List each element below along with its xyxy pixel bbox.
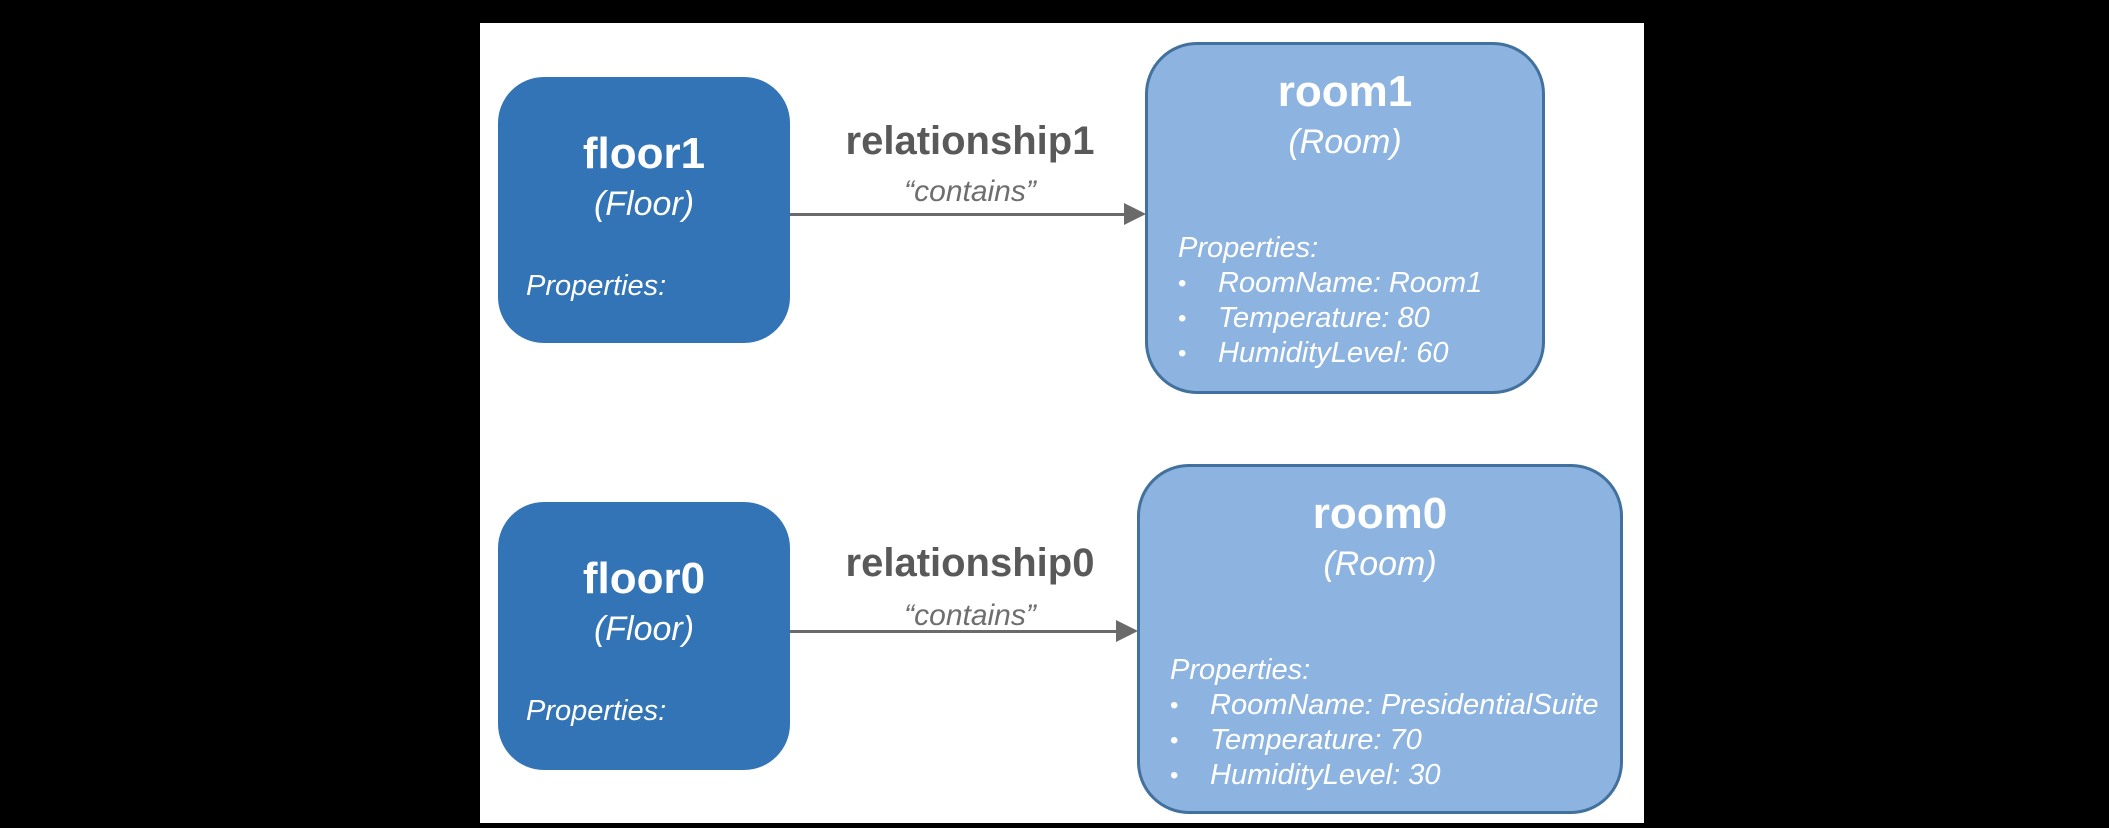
node-room0-properties: Properties: • RoomName: PresidentialSuit…	[1170, 653, 1600, 793]
node-floor0-title: floor0	[582, 554, 706, 603]
bullet-icon: •	[1170, 762, 1179, 789]
node-room0-properties-label: Properties:	[1170, 654, 1311, 686]
relationship0-arrow	[790, 630, 1118, 633]
relationship1-predicate: “contains”	[904, 175, 1036, 208]
node-room1-properties-list: • RoomName: Room1 • Temperature: 80 • Hu…	[1178, 266, 1522, 371]
node-room1-type: (Room)	[1288, 123, 1402, 161]
property-item-text: Temperature: 80	[1218, 302, 1430, 334]
node-room0-type: (Room)	[1323, 545, 1437, 583]
node-floor0-type: (Floor)	[593, 610, 695, 648]
node-floor0: floor0 (Floor) Properties:	[498, 502, 790, 770]
bullet-icon: •	[1178, 305, 1187, 332]
relationship1-arrow	[790, 213, 1126, 216]
property-item-text: HumidityLevel: 30	[1210, 759, 1441, 791]
property-item-text: HumidityLevel: 60	[1218, 337, 1449, 369]
node-room0: room0 (Room) Properties: • RoomName: Pre…	[1137, 464, 1623, 814]
bullet-icon: •	[1178, 270, 1187, 297]
relationship0-label: relationship0	[845, 541, 1095, 585]
node-room1-properties: Properties: • RoomName: Room1 • Temperat…	[1178, 231, 1522, 371]
node-floor1-properties-label: Properties:	[526, 270, 667, 302]
property-item: • RoomName: PresidentialSuite	[1170, 688, 1600, 723]
property-item: • RoomName: Room1	[1178, 266, 1522, 301]
diagram-canvas: floor1 (Floor) Properties: relationship1…	[480, 23, 1644, 823]
node-floor1-type: (Floor)	[593, 185, 695, 223]
relationship0-predicate: “contains”	[904, 599, 1036, 632]
relationship0-arrowhead-icon	[1116, 620, 1138, 642]
node-room0-properties-list: • RoomName: PresidentialSuite • Temperat…	[1170, 688, 1600, 793]
property-item-text: RoomName: Room1	[1218, 267, 1483, 299]
node-room1-properties-label: Properties:	[1178, 232, 1319, 264]
node-floor0-properties-label: Properties:	[526, 695, 667, 727]
property-item: • Temperature: 80	[1178, 301, 1522, 336]
node-floor1: floor1 (Floor) Properties:	[498, 77, 790, 343]
relationship1-arrowhead-icon	[1124, 203, 1146, 225]
property-item: • Temperature: 70	[1170, 723, 1600, 758]
relationship1-label: relationship1	[845, 119, 1095, 163]
property-item: • HumidityLevel: 30	[1170, 758, 1600, 793]
node-room1-title: room1	[1277, 67, 1413, 116]
property-item: • HumidityLevel: 60	[1178, 336, 1522, 371]
node-room1: room1 (Room) Properties: • RoomName: Roo…	[1145, 42, 1545, 394]
property-item-text: Temperature: 70	[1210, 724, 1422, 756]
bullet-icon: •	[1170, 727, 1179, 754]
bullet-icon: •	[1170, 692, 1179, 719]
bullet-icon: •	[1178, 340, 1187, 367]
property-item-text: RoomName: PresidentialSuite	[1210, 689, 1599, 721]
node-room0-title: room0	[1312, 489, 1448, 538]
node-floor1-title: floor1	[582, 129, 706, 178]
